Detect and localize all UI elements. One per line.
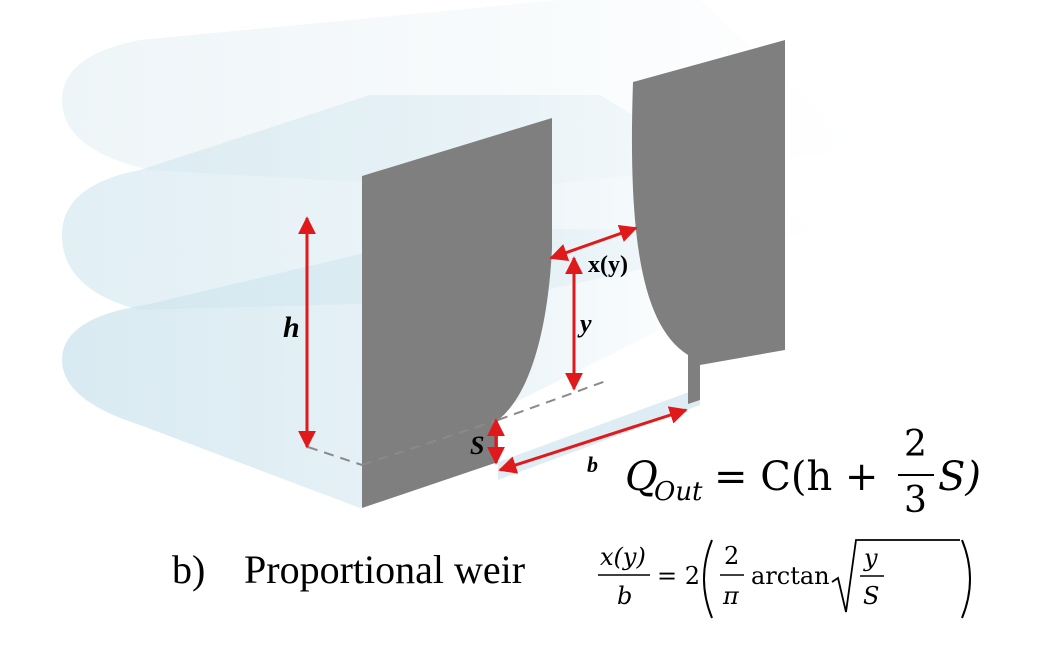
x-arctan: arctan	[751, 562, 830, 590]
caption-letter: b)	[172, 547, 206, 592]
figure-caption: b) Proportional weir	[172, 546, 525, 593]
q-equals-part: = C(h +	[714, 454, 878, 500]
label-b: b	[587, 452, 598, 477]
left-weir-wall	[362, 118, 552, 508]
arrow-b	[498, 406, 688, 474]
x-inner-num: 2	[724, 542, 739, 570]
q-frac-num: 2	[904, 424, 927, 465]
discharge-equation: Q Out = C(h + 2 3 S)	[625, 424, 981, 521]
label-y: y	[577, 309, 592, 338]
right-weir-wall	[631, 40, 785, 404]
right-paren	[961, 539, 971, 619]
shape-equation: x(y) b = 2 2 π arctan y S	[598, 539, 971, 619]
x-equals-two: = 2	[657, 562, 700, 590]
x-root-den: S	[863, 582, 879, 610]
arrow-xy	[549, 224, 638, 262]
x-root-num: y	[863, 544, 878, 572]
label-h: h	[283, 311, 300, 344]
q-symbol: Q	[625, 454, 658, 500]
x-inner-den: π	[722, 582, 740, 610]
channel-floor-water	[498, 388, 700, 480]
q-frac-den: 3	[904, 480, 927, 521]
q-subscript: Out	[654, 477, 703, 507]
sqrt-radical	[831, 539, 960, 613]
label-xy: x(y)	[588, 252, 628, 278]
caption-text: Proportional weir	[244, 547, 526, 592]
label-s: S	[470, 431, 484, 460]
x-frac-num: x(y)	[600, 543, 646, 571]
x-frac-den: b	[617, 582, 632, 610]
q-tail: S)	[938, 454, 981, 500]
dimension-arrows	[298, 216, 688, 474]
left-paren	[703, 539, 713, 619]
